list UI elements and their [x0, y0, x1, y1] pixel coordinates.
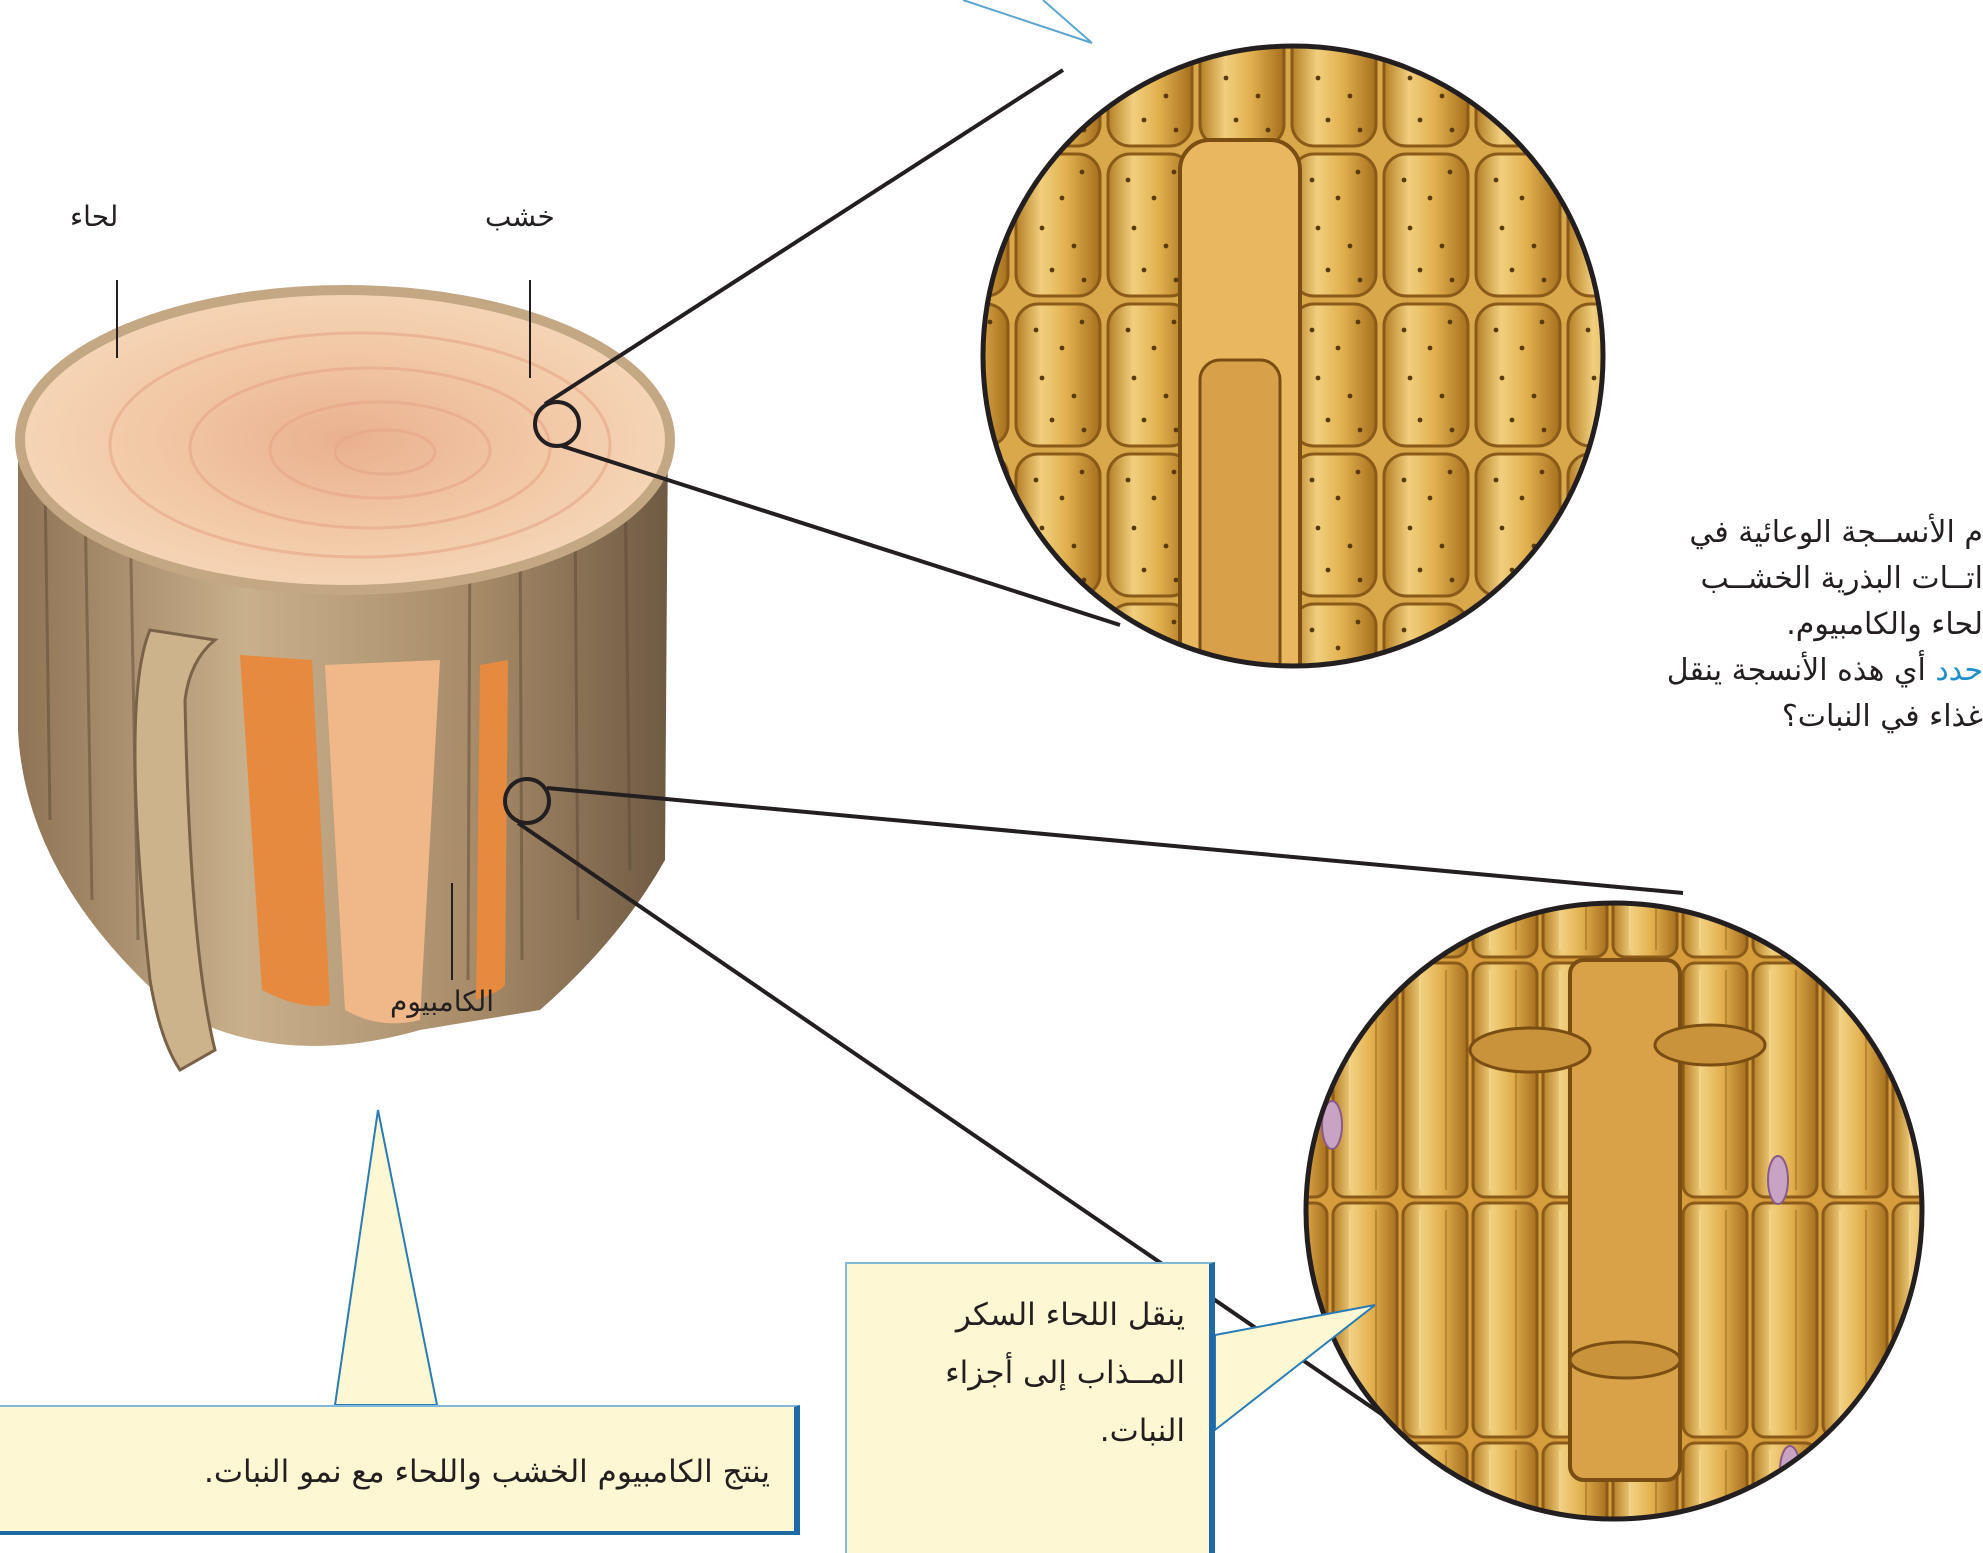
question-line-1: م الأنســجة الوعائية في [1533, 510, 1983, 556]
phloem-closeup [1300, 900, 1940, 1540]
identify-keyword: حدد [1935, 653, 1983, 688]
question-line-2: اتــات البذرية الخشــب [1533, 556, 1983, 602]
xylem-closeup [970, 30, 1630, 700]
question-text: م الأنســجة الوعائية في اتــات البذرية ا… [1533, 510, 1983, 740]
top-callout-pointer-b [1043, 0, 1092, 43]
top-callout-pointer-a [963, 0, 1092, 43]
question-line-3: لحاء والكامبيوم. [1533, 602, 1983, 648]
phloem-label: لحاء [70, 200, 118, 233]
cambium-label: الكامبيوم [390, 985, 494, 1018]
xylem-stripe [476, 660, 508, 1000]
cambium-callout: ينتج الكامبيوم الخشب واللحاء مع نمو النب… [0, 1405, 800, 1535]
question-line-4-rest: أي هذه الأنسجة ينقل [1667, 653, 1936, 688]
question-line-4: حدد أي هذه الأنسجة ينقل [1533, 648, 1983, 694]
phloem-callout: ينقل اللحاء السكر المــذاب إلى أجزاء الن… [845, 1262, 1215, 1553]
question-line-5: غذاء في النبات؟ [1533, 694, 1983, 740]
xylem-label: خشب [485, 200, 555, 233]
